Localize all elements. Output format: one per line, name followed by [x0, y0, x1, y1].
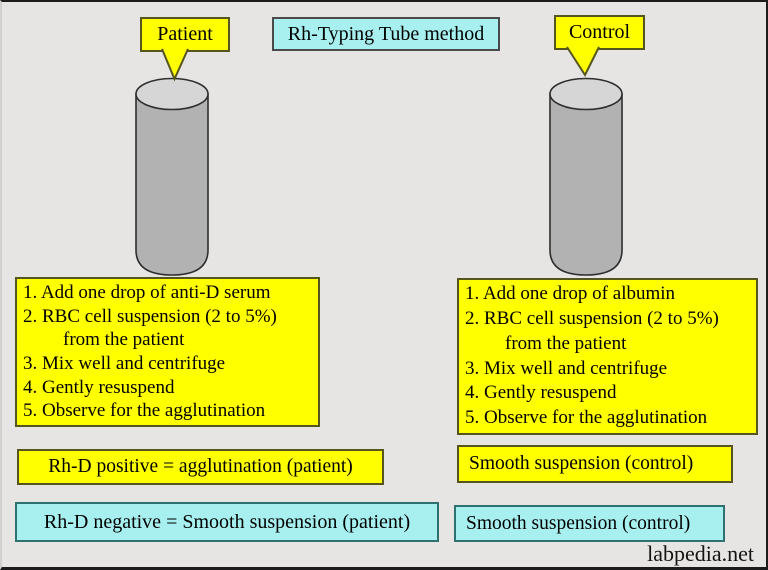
control-result-top-label: Smooth suspension (control): [469, 453, 694, 474]
patient-positive-result-label: Rh-D positive = agglutination (patient): [48, 456, 353, 477]
watermark: labpedia.net: [647, 541, 754, 566]
control-callout-pointer-icon: [566, 46, 600, 78]
step-line: 5. Observe for the agglutination: [23, 400, 266, 422]
patient-callout-label: Patient: [157, 23, 213, 45]
control-result-top-box: Smooth suspension (control): [457, 445, 733, 483]
step-line: 3. Mix well and centrifuge: [23, 353, 226, 374]
step-line: 1. Add one drop of anti-D serum: [23, 282, 271, 304]
step-line: from the patient: [63, 329, 185, 351]
patient-positive-result-box: Rh-D positive = agglutination (patient): [17, 449, 384, 485]
patient-steps-box: 1. Add one drop of anti-D serum 2. RBC c…: [15, 277, 320, 427]
patient-callout-pointer-icon: [161, 48, 189, 82]
step-line: 4. Gently resuspend: [23, 376, 175, 398]
step-line: 1. Add one drop of albumin: [465, 282, 676, 304]
step-line: 4. Gently resuspend: [465, 382, 617, 404]
patient-negative-result-label: Rh-D negative = Smooth suspension (patie…: [43, 510, 411, 533]
control-callout: Control: [554, 15, 645, 50]
control-test-tube-icon: [549, 77, 623, 276]
patient-negative-result-box: Rh-D negative = Smooth suspension (patie…: [15, 502, 439, 542]
diagram-title-label: Rh-Typing Tube method: [287, 22, 485, 45]
step-line: 3. Mix well and centrifuge: [465, 357, 668, 379]
control-steps-box: 1. Add one drop of albumin 2. RBC cell s…: [457, 278, 758, 435]
step-line: 2. RBC cell suspension (2 to 5%): [23, 305, 277, 327]
control-result-bottom-label: Smooth suspension (control): [466, 512, 691, 534]
step-line: 5. Observe for the agglutination: [465, 407, 708, 429]
step-line: from the patient: [505, 332, 627, 354]
patient-test-tube-icon: [135, 77, 209, 276]
control-result-bottom-box: Smooth suspension (control): [454, 505, 725, 542]
step-line: 2. RBC cell suspension (2 to 5%): [465, 307, 719, 329]
patient-callout: Patient: [140, 17, 230, 52]
control-callout-label: Control: [568, 21, 631, 43]
diagram-title: Rh-Typing Tube method: [272, 17, 500, 51]
